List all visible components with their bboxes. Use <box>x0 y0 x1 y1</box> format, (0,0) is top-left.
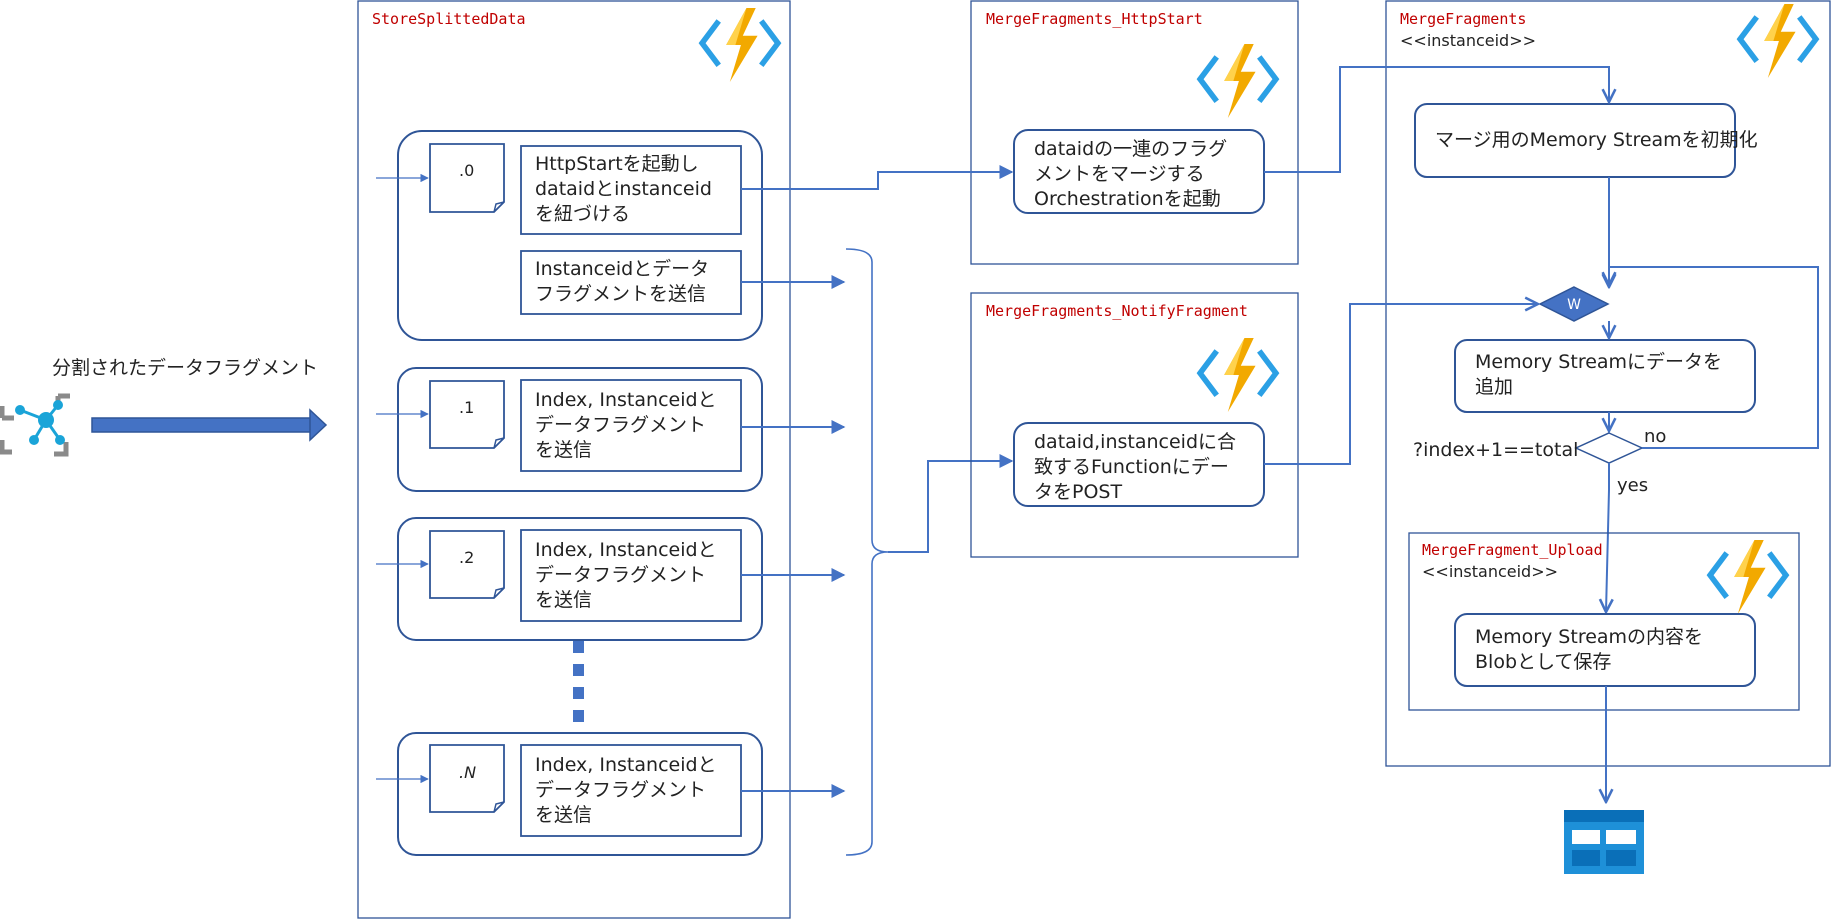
fragment-bracket <box>845 248 889 856</box>
fragment-2-box <box>520 529 742 622</box>
fragment-doc-n: .N <box>429 744 505 813</box>
no-loop-arrow <box>1609 266 1819 449</box>
fragment-0-group <box>397 130 763 341</box>
yes-label: yes <box>1617 475 1648 496</box>
panel-upload <box>1408 532 1800 711</box>
panel-merge-fragments: MergeFragments <<instanceid>> マージ用のMemor… <box>1385 0 1831 767</box>
fragment-n-text: Index, Instanceidと データフラグメント を送信 <box>535 754 723 826</box>
fragment-1-box <box>520 379 742 472</box>
panel-subtitle-merge: <<instanceid>> <box>1400 31 1536 50</box>
wait-diamond <box>1538 286 1610 322</box>
source-group: 分割されたデータフラグメント <box>0 357 328 457</box>
bracket-to-notify-arrow <box>888 454 1014 553</box>
notify-text: dataid,instanceidに合 致するFunctionにデー タをPOS… <box>1034 431 1242 503</box>
panel-title-merge: MergeFragments <box>1400 10 1526 28</box>
notify-to-wait-arrow <box>1264 304 1538 465</box>
panel-subtitle-upload: <<instanceid>> <box>1422 562 1558 581</box>
fragment-label-n: .N <box>459 763 476 782</box>
panel-title-http-start: MergeFragments_HttpStart <box>986 10 1203 28</box>
azure-function-bolt-icon <box>702 8 778 82</box>
azure-function-bolt-icon <box>1740 4 1816 78</box>
azure-function-bolt-icon <box>1200 338 1276 412</box>
panel-notify-fragment: MergeFragments_NotifyFragment dataid,ins… <box>970 292 1299 558</box>
no-label: no <box>1644 426 1666 447</box>
fragment-2-text: Index, Instanceidと データフラグメント を送信 <box>535 539 723 611</box>
panel-title-store: StoreSplittedData <box>372 10 526 28</box>
fragment-2-group <box>397 517 763 641</box>
panel-http-start: MergeFragments_HttpStart dataidの一連のフラグ メ… <box>970 0 1299 265</box>
merge-append-box <box>1454 339 1756 413</box>
fragment-label-1: .1 <box>459 398 474 417</box>
fragment-0-send-box <box>520 250 742 315</box>
yes-to-upload-arrow <box>1606 463 1609 612</box>
fragment-label-2: .2 <box>459 548 474 567</box>
condition-diamond <box>1574 432 1644 464</box>
fragment-0-text: HttpStartを起動し dataidとinstanceid を紐づける <box>535 153 718 225</box>
azure-function-bolt-icon <box>1200 44 1276 118</box>
blob-storage-table-icon <box>1564 810 1644 874</box>
panel-title-notify: MergeFragments_NotifyFragment <box>986 302 1248 320</box>
upload-text: Memory Streamの内容を Blobとして保存 <box>1475 626 1709 673</box>
merge-append-text: Memory Streamにデータを 追加 <box>1475 351 1728 398</box>
fragment-n-group <box>397 732 763 856</box>
azure-function-bolt-icon <box>1710 540 1786 614</box>
fragment-label-0: .0 <box>459 161 474 180</box>
fragment-doc-0: .0 <box>429 143 505 213</box>
source-arrow <box>91 408 328 442</box>
http-start-text: dataidの一連のフラグ メントをマージする Orchestrationを起動 <box>1034 138 1233 210</box>
fragment-doc-1: .1 <box>429 380 505 449</box>
source-label: 分割されたデータフラグメント <box>52 357 318 379</box>
fragment-doc-2: .2 <box>429 530 505 599</box>
httpstart-to-merge-arrow <box>1264 66 1609 173</box>
upload-box <box>1454 613 1756 687</box>
fragment0-to-httpstart-arrow <box>741 165 1014 190</box>
fragment-ellipsis <box>573 641 584 722</box>
panel-title-upload: MergeFragment_Upload <box>1422 541 1603 559</box>
fragment-n-box <box>520 744 742 837</box>
panel-store-splitted-data: StoreSplittedData .0 HttpStartを起動し datai… <box>357 0 791 919</box>
fragment-0-send-text: Instanceidとデータ フラグメントを送信 <box>535 258 715 305</box>
merge-init-box <box>1414 103 1736 178</box>
fragment-output-arrows <box>741 275 846 798</box>
fragment-1-text: Index, Instanceidと データフラグメント を送信 <box>535 389 723 461</box>
wait-label: W <box>1567 297 1581 313</box>
fragment-1-group <box>397 367 763 492</box>
event-grid-icon <box>0 393 70 457</box>
merge-init-text: マージ用のMemory Streamを初期化 <box>1435 129 1758 151</box>
condition-label: ?index+1==total <box>1413 439 1578 461</box>
